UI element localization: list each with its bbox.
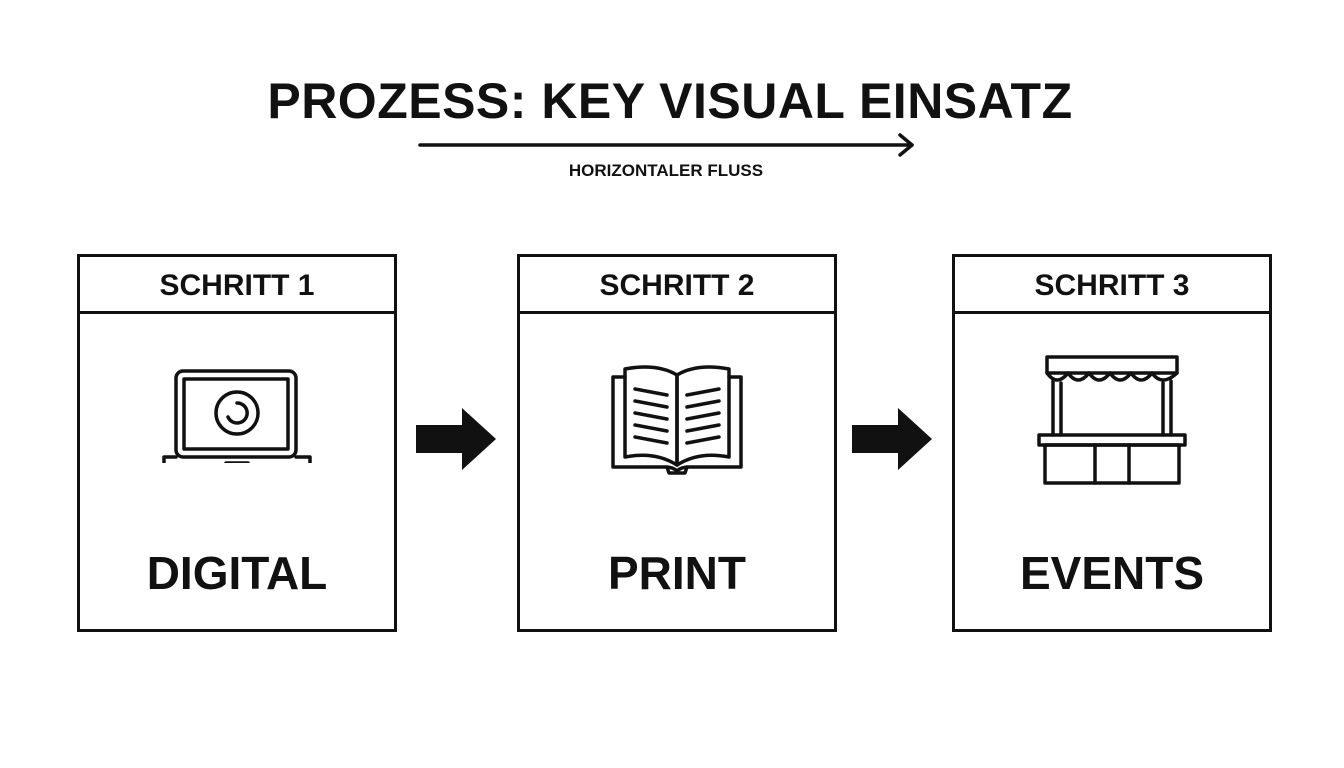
block-arrow-icon — [852, 408, 932, 470]
step-label-2: PRINT — [608, 547, 746, 599]
open-book-icon — [611, 365, 743, 475]
step-card-1: SCHRITT 1 DIGITAL — [77, 254, 397, 632]
laptop-icon — [162, 369, 312, 463]
step-card-2: SCHRITT 2 PRINT — [517, 254, 837, 632]
block-arrow-icon — [416, 408, 496, 470]
diagram-subtitle: HORIZONTALER FLUSS — [568, 161, 764, 180]
step-header-2: SCHRITT 2 — [520, 257, 834, 314]
step-label-3: EVENTS — [1019, 547, 1205, 599]
diagram-title: PROZESS: KEY VISUAL EINSATZ — [267, 73, 1073, 129]
step-header-1: SCHRITT 1 — [80, 257, 394, 314]
step-header-3: SCHRITT 3 — [955, 257, 1269, 314]
horizontal-flow-arrow-icon — [418, 133, 914, 157]
step-card-3: SCHRITT 3 EVENTS — [952, 254, 1272, 632]
step-label-1: DIGITAL — [146, 547, 328, 599]
market-stall-icon — [1037, 355, 1187, 485]
